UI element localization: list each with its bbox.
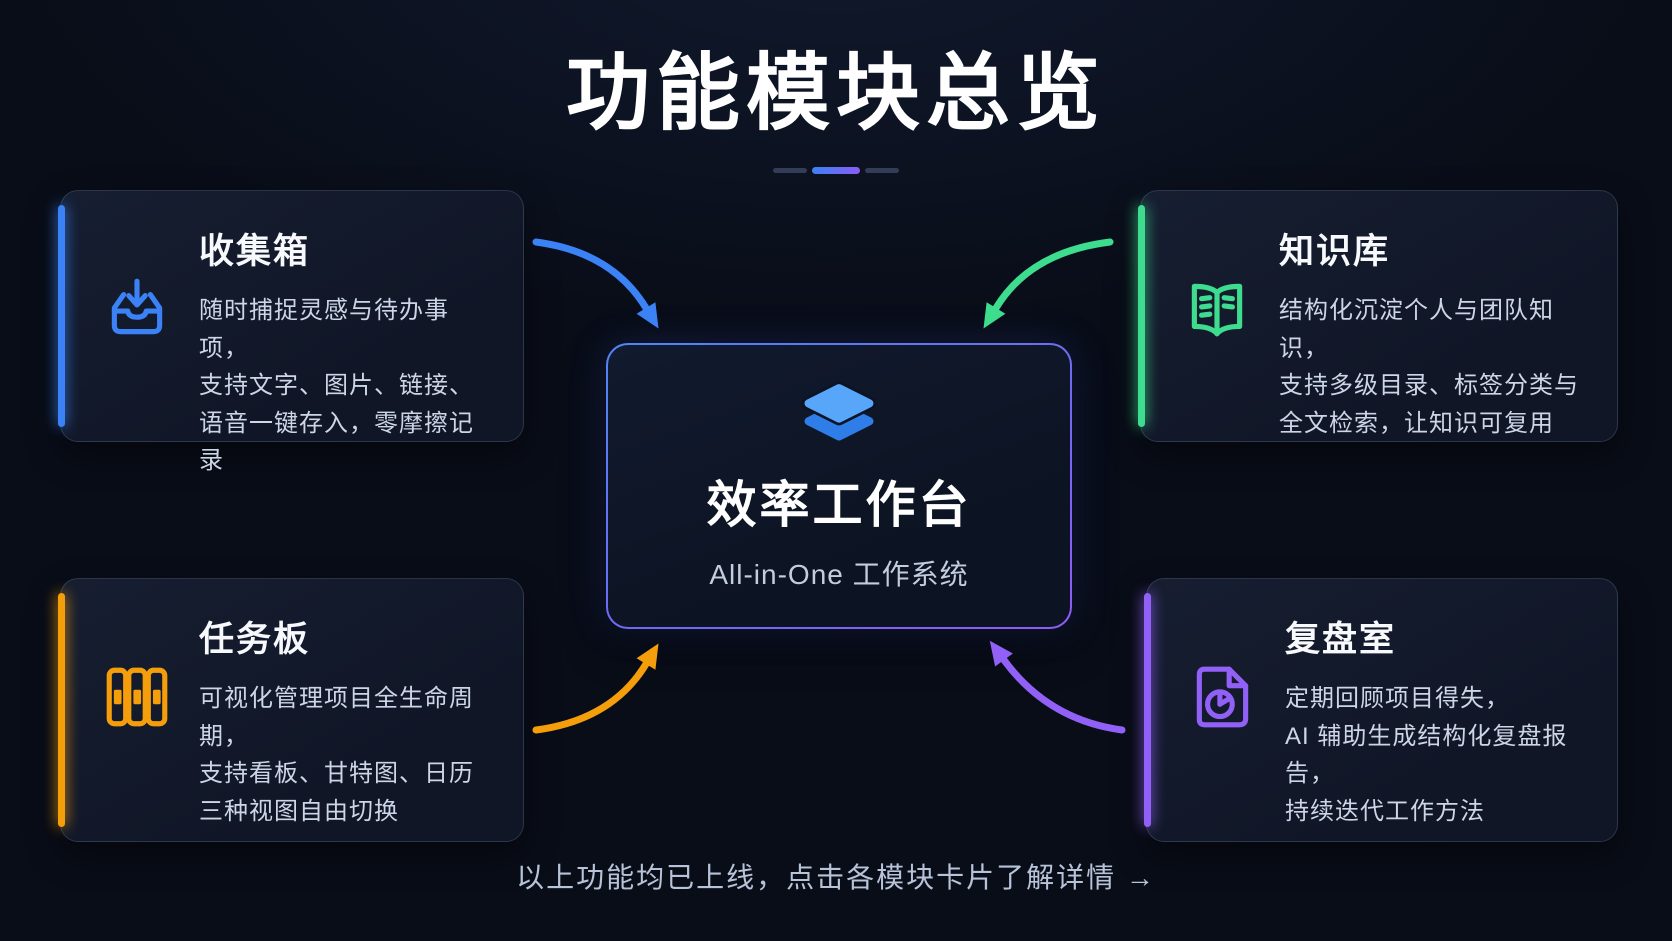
card-inbox-line-3: 语音一键存入，零摩擦记录 [199, 409, 474, 475]
inbox-download-icon [101, 273, 173, 345]
arrow-tasks-to-center [532, 643, 659, 734]
center-card-title: 效率工作台 [706, 477, 972, 533]
card-inbox[interactable]: 收集箱 随时捕捉灵感与待办事项， 支持文字、图片、链接、 语音一键存入，零摩擦记… [58, 190, 524, 474]
card-inbox-line-2: 支持文字、图片、链接、 [199, 372, 474, 399]
card-review-title: 复盘室 [1285, 620, 1397, 659]
card-body: 任务板 可视化管理项目全生命周期， 支持看板、甘特图、日历 三种视图自由切换 [199, 605, 493, 830]
card-inbox-title: 收集箱 [199, 232, 311, 271]
card-inbox-line-1: 随时捕捉灵感与待办事项， [199, 297, 449, 362]
divider-accent [812, 167, 860, 174]
arrow-knowledge-to-center [983, 238, 1114, 329]
report-pie-document-icon [1187, 661, 1259, 733]
card-body: 复盘室 定期回顾项目得失， AI 辅助生成结构化复盘报告， 持续迭代工作方法 [1285, 605, 1587, 830]
card-review[interactable]: 复盘室 定期回顾项目得失， AI 辅助生成结构化复盘报告， 持续迭代工作方法 [1144, 578, 1618, 842]
card-review-line-2: AI 辅助生成结构化复盘报告， [1285, 722, 1568, 788]
card-review-line-3: 持续迭代工作方法 [1285, 797, 1485, 825]
kanban-columns-icon [101, 661, 173, 733]
card-knowledge-line-1: 结构化沉淀个人与团队知识， [1279, 297, 1554, 362]
card-knowledge-title: 知识库 [1279, 232, 1391, 271]
page-title: 功能模块总览 [565, 46, 1106, 140]
divider-track-right [865, 168, 899, 173]
layers-icon [796, 379, 882, 465]
card-body: 收集箱 随时捕捉灵感与待办事项， 支持文字、图片、链接、 语音一键存入，零摩擦记… [199, 217, 493, 480]
open-book-icon [1181, 273, 1253, 345]
arrow-review-to-center [989, 640, 1126, 734]
card-tasks-title: 任务板 [199, 620, 311, 659]
card-knowledge-line-3: 全文检索，让知识可复用 [1279, 409, 1554, 437]
footer-note: 以上功能均已上线，点击各模块卡片了解详情 → [516, 862, 1156, 893]
card-tasks-line-3: 三种视图自由切换 [199, 797, 399, 825]
card-tasks-line-2: 支持看板、甘特图、日历 [199, 760, 474, 787]
card-knowledge[interactable]: 知识库 结构化沉淀个人与团队知识， 支持多级目录、标签分类与 全文检索，让知识可… [1138, 190, 1618, 442]
card-knowledge-line-2: 支持多级目录、标签分类与 [1279, 372, 1579, 399]
title-divider [773, 167, 899, 174]
center-card-workbench[interactable]: 效率工作台 All-in-One 工作系统 [606, 343, 1072, 629]
card-tasks-line-1: 可视化管理项目全生命周期， [199, 685, 474, 750]
card-body: 知识库 结构化沉淀个人与团队知识， 支持多级目录、标签分类与 全文检索，让知识可… [1279, 217, 1587, 442]
arrow-inbox-to-center [532, 238, 659, 329]
divider-track-left [773, 168, 807, 173]
card-tasks[interactable]: 任务板 可视化管理项目全生命周期， 支持看板、甘特图、日历 三种视图自由切换 [58, 578, 524, 842]
card-review-line-1: 定期回顾项目得失， [1285, 685, 1510, 712]
center-card-subtitle: All-in-One 工作系统 [709, 559, 969, 590]
